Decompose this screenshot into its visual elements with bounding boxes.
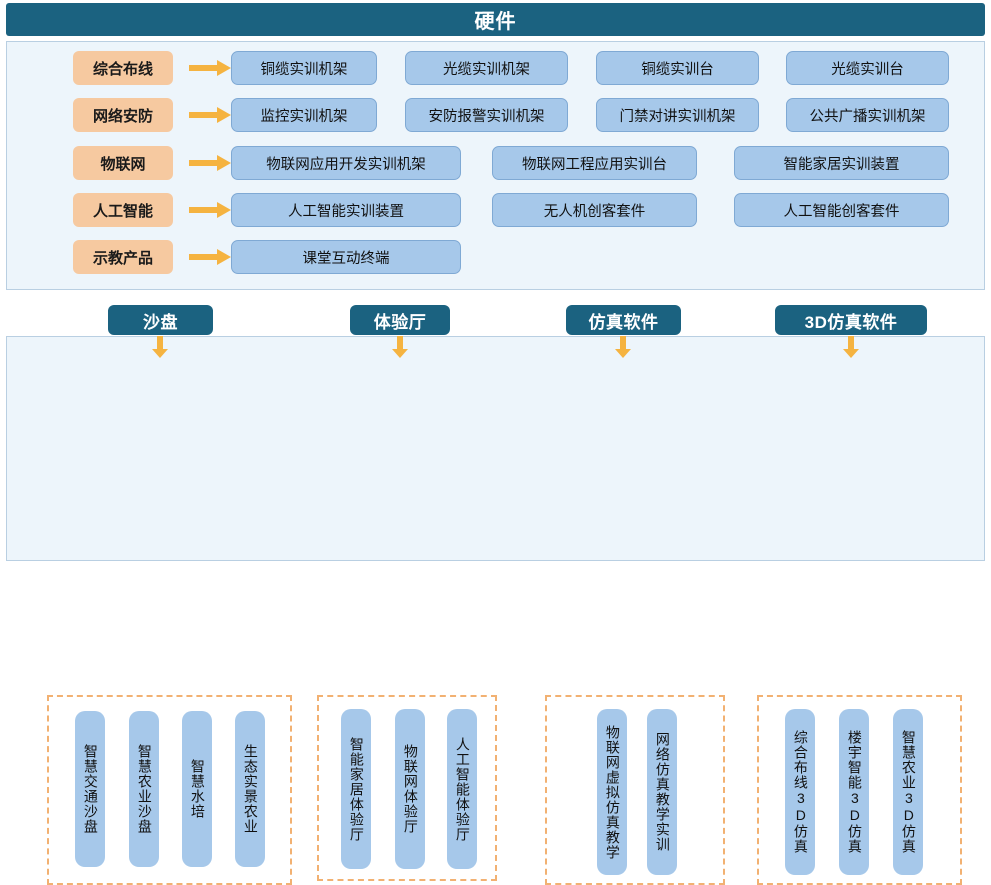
software-item[interactable]: 智慧交通沙盘	[75, 711, 105, 867]
software-item[interactable]: 智慧农业3D仿真	[893, 709, 923, 875]
group-3d-simulation-software: 综合布线3D仿真 楼宇智能3D仿真 智慧农业3D仿真	[757, 695, 962, 885]
software-item[interactable]: 网络仿真教学实训	[647, 709, 677, 875]
hardware-item[interactable]: 光缆实训台	[786, 51, 949, 85]
hardware-item[interactable]: 光缆实训机架	[405, 51, 568, 85]
hardware-title: 硬件	[474, 11, 517, 33]
hardware-item[interactable]: 门禁对讲实训机架	[596, 98, 759, 132]
software-panel: 智慧交通沙盘 智慧农业沙盘 智慧水培 生态实景农业 智能家居体验厅 物联网体验厅…	[6, 336, 985, 885]
hardware-row-iot: 物联网 物联网应用开发实训机架 物联网工程应用实训台 智能家居实训装置	[7, 146, 984, 180]
tab-sandbox[interactable]: 沙盘	[108, 305, 213, 335]
hardware-section-header: 硬件	[6, 3, 985, 36]
group-simulation-software: 物联网虚拟仿真教学 网络仿真教学实训	[545, 695, 725, 885]
hardware-row-network-security: 网络安防 监控实训机架 安防报警实训机架 门禁对讲实训机架 公共广播实训机架	[7, 98, 984, 132]
hardware-item[interactable]: 物联网工程应用实训台	[492, 146, 697, 180]
software-item[interactable]: 综合布线3D仿真	[785, 709, 815, 875]
hardware-item[interactable]: 无人机创客套件	[492, 193, 697, 227]
down-arrow-icon	[152, 336, 168, 358]
hardware-item[interactable]: 安防报警实训机架	[405, 98, 568, 132]
hardware-item[interactable]: 监控实训机架	[231, 98, 377, 132]
hardware-row-ai: 人工智能 人工智能实训装置 无人机创客套件 人工智能创客套件	[7, 193, 984, 227]
hardware-item[interactable]: 课堂互动终端	[231, 240, 461, 274]
software-item[interactable]: 智慧农业沙盘	[129, 711, 159, 867]
hardware-item[interactable]: 人工智能实训装置	[231, 193, 461, 227]
category-label-ai[interactable]: 人工智能	[73, 193, 173, 227]
hardware-item[interactable]: 铜缆实训机架	[231, 51, 377, 85]
hardware-item[interactable]: 物联网应用开发实训机架	[231, 146, 461, 180]
category-label-structured-cabling[interactable]: 综合布线	[73, 51, 173, 85]
right-arrow-icon	[189, 155, 231, 171]
right-arrow-icon	[189, 249, 231, 265]
software-item[interactable]: 物联网体验厅	[395, 709, 425, 869]
category-label-network-security[interactable]: 网络安防	[73, 98, 173, 132]
hardware-item[interactable]: 人工智能创客套件	[734, 193, 949, 227]
category-label-teaching-products[interactable]: 示教产品	[73, 240, 173, 274]
software-item[interactable]: 物联网虚拟仿真教学	[597, 709, 627, 875]
software-item[interactable]: 智慧水培	[182, 711, 212, 867]
category-label-iot[interactable]: 物联网	[73, 146, 173, 180]
right-arrow-icon	[189, 202, 231, 218]
right-arrow-icon	[189, 107, 231, 123]
down-arrow-icon	[843, 336, 859, 358]
tab-simulation-software[interactable]: 仿真软件	[566, 305, 681, 335]
tab-3d-simulation-software[interactable]: 3D仿真软件	[775, 305, 927, 335]
software-item[interactable]: 楼宇智能3D仿真	[839, 709, 869, 875]
hardware-panel: 综合布线 铜缆实训机架 光缆实训机架 铜缆实训台 光缆实训台 网络安防 监控实训…	[6, 41, 985, 290]
hardware-item[interactable]: 智能家居实训装置	[734, 146, 949, 180]
down-arrow-icon	[392, 336, 408, 358]
group-sandbox: 智慧交通沙盘 智慧农业沙盘 智慧水培 生态实景农业	[47, 695, 292, 885]
down-arrow-icon	[615, 336, 631, 358]
tab-experience-hall[interactable]: 体验厅	[350, 305, 450, 335]
hardware-item[interactable]: 铜缆实训台	[596, 51, 759, 85]
hardware-row-teaching-products: 示教产品 课堂互动终端	[7, 240, 984, 274]
hardware-row-structured-cabling: 综合布线 铜缆实训机架 光缆实训机架 铜缆实训台 光缆实训台	[7, 51, 984, 85]
right-arrow-icon	[189, 60, 231, 76]
software-item[interactable]: 智能家居体验厅	[341, 709, 371, 869]
group-experience-hall: 智能家居体验厅 物联网体验厅 人工智能体验厅	[317, 695, 497, 881]
hardware-item[interactable]: 公共广播实训机架	[786, 98, 949, 132]
software-item[interactable]: 人工智能体验厅	[447, 709, 477, 869]
software-item[interactable]: 生态实景农业	[235, 711, 265, 867]
